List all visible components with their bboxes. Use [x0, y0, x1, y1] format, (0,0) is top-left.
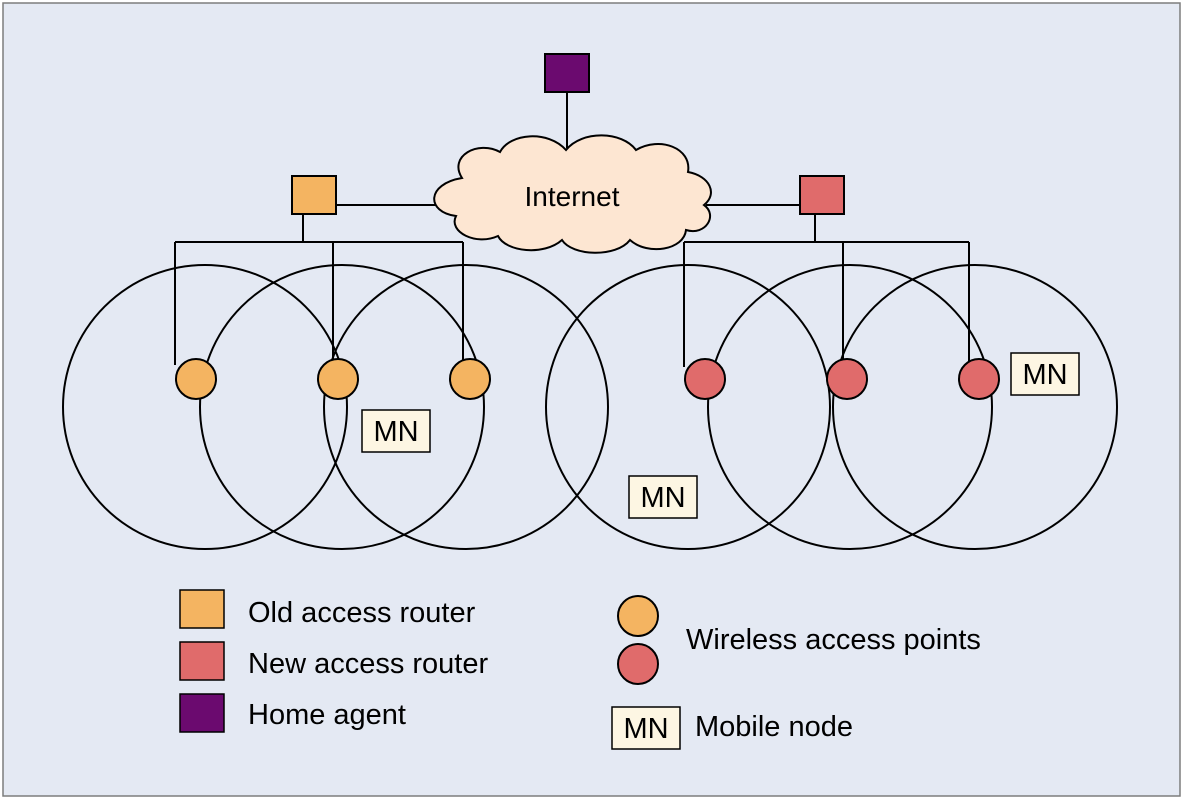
legend-new-router-swatch: [179, 641, 225, 681]
new-access-router: [799, 175, 845, 215]
legend-new-router-label: New access router: [248, 648, 488, 680]
mobile-node-label: MN: [1022, 359, 1067, 391]
legend-mn-swatch: [611, 706, 681, 750]
legend-mobile-node-label: Mobile node: [695, 711, 853, 743]
legend-access-points-label: Wireless access points: [686, 624, 981, 656]
legend-old-router-swatch: [179, 589, 225, 629]
coverage-circle: [199, 264, 485, 550]
internet-cloud: Internet: [433, 134, 712, 254]
old-access-point: [449, 358, 491, 400]
old-access-point: [317, 358, 359, 400]
legend-home-agent-swatch: [179, 693, 225, 733]
mobile-node-label: MN: [640, 482, 685, 514]
access-points: [175, 358, 1000, 400]
mobile-node-box: MN: [628, 475, 698, 519]
old-access-point: [175, 358, 217, 400]
coverage-areas: [62, 264, 1118, 550]
legend: Old access router New access router Home…: [179, 589, 981, 750]
network-links: [174, 92, 970, 367]
internet-label: Internet: [525, 181, 620, 212]
new-access-point: [958, 358, 1000, 400]
legend-old-ap-swatch: [617, 595, 659, 637]
coverage-circle: [832, 264, 1118, 550]
cloud-icon: [433, 134, 712, 254]
coverage-circle: [545, 264, 831, 550]
mobile-node-label: MN: [373, 416, 418, 448]
home-agent: [544, 53, 590, 93]
coverage-circle: [707, 264, 993, 550]
new-access-point: [684, 358, 726, 400]
mobile-node-box: MN: [1010, 352, 1080, 396]
legend-home-agent-label: Home agent: [248, 699, 406, 731]
legend-new-ap-swatch: [617, 643, 659, 685]
old-access-router: [291, 175, 337, 215]
new-access-point: [826, 358, 868, 400]
coverage-circle: [323, 264, 609, 550]
mobile-node-box: MN: [361, 409, 431, 453]
legend-old-router-label: Old access router: [248, 597, 476, 629]
legend-mn-swatch-label: MN: [623, 713, 668, 745]
coverage-circle: [62, 264, 348, 550]
